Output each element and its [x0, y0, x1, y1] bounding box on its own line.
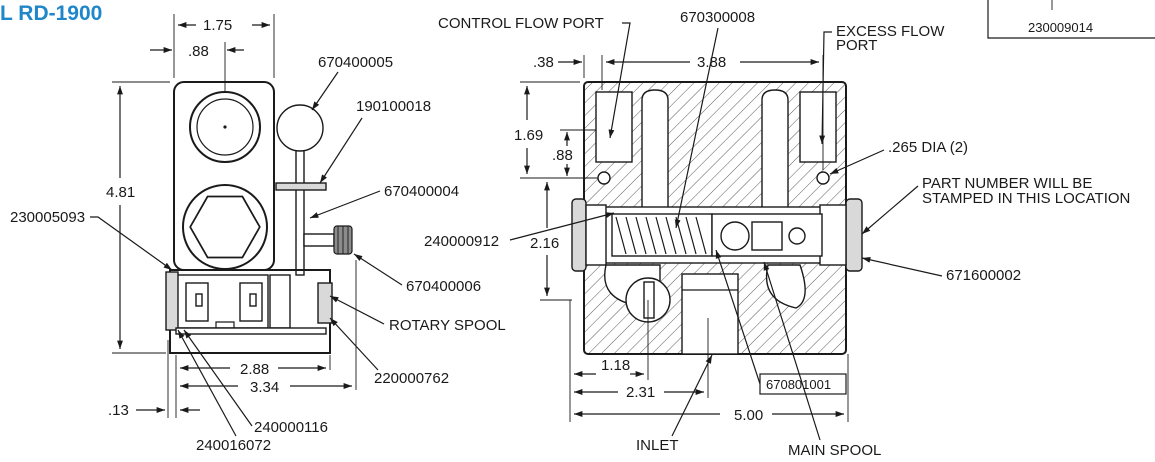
drawing-title: L RD-1900: [0, 2, 102, 25]
dim-spool-overall: 3.34: [250, 379, 279, 396]
label-inlet: INLET: [636, 437, 679, 454]
label-main-spool: MAIN SPOOL: [788, 442, 881, 459]
label-plug: 671600002: [946, 267, 1021, 284]
dim-inlet-x1: 1.18: [601, 357, 630, 374]
label-pin: 190100018: [356, 98, 431, 115]
end-plug: [845, 198, 863, 272]
dim-inlet-x2: 2.31: [626, 384, 655, 401]
dim-spool-width: 2.88: [240, 361, 269, 378]
label-spring: 240000912: [424, 233, 499, 250]
handle-pin: [275, 182, 327, 191]
label-knob: 670400005: [318, 54, 393, 71]
spring: [611, 213, 713, 257]
dim-port-depth: 1.69: [514, 127, 543, 144]
dim-height: 4.81: [106, 184, 135, 201]
hex-plug: [182, 184, 268, 270]
label-hole: .265 DIA (2): [888, 139, 968, 156]
handle-knob: [276, 104, 324, 152]
dim-half-width: .88: [188, 43, 209, 60]
handle-stem: [295, 149, 305, 276]
corner-note: 230009014: [1028, 20, 1093, 35]
label-stamp-2: STAMPED IN THIS LOCATION: [922, 190, 1130, 207]
label-spool-box: 670801001: [766, 377, 831, 392]
label-excess-port-2: PORT: [836, 37, 877, 54]
inlet-port: [681, 273, 739, 355]
side-body-upper: [173, 81, 275, 271]
label-control-port: CONTROL FLOW PORT: [438, 15, 604, 32]
dim-port-depth-small: .88: [552, 147, 573, 164]
dim-overall-width: 1.75: [203, 17, 232, 34]
corner-note-box: 230009014: [987, 0, 1155, 39]
label-adjust-screw: 670400006: [406, 278, 481, 295]
label-oring: 240016072: [196, 437, 271, 454]
side-view: 1.75 .88 4.81 2.88 3.34 .13 670400005 19…: [10, 14, 506, 454]
label-left-fitting: 230005093: [10, 209, 85, 226]
label-excess-port-1: EXCESS FLOW: [836, 23, 945, 40]
section-view: .38 3.88 1.69 .88 2.16 1.18 2.31 5.00 CO: [424, 9, 1130, 459]
label-seal-right: 220000762: [374, 370, 449, 387]
dim-offset: .13: [108, 402, 129, 419]
label-seal-left: 240000116: [254, 419, 328, 436]
label-handle: 670400004: [384, 183, 459, 200]
label-stamp-1: PART NUMBER WILL BE: [922, 175, 1092, 192]
dim-port-spacing: 3.88: [697, 54, 726, 71]
label-spring-top: 670300008: [680, 9, 755, 26]
dim-left-offset: .38: [533, 54, 554, 71]
dim-overall-width-section: 5.00: [734, 407, 763, 424]
label-rotary-spool: ROTARY SPOOL: [389, 317, 506, 334]
dim-spool-height: 2.16: [530, 235, 559, 252]
